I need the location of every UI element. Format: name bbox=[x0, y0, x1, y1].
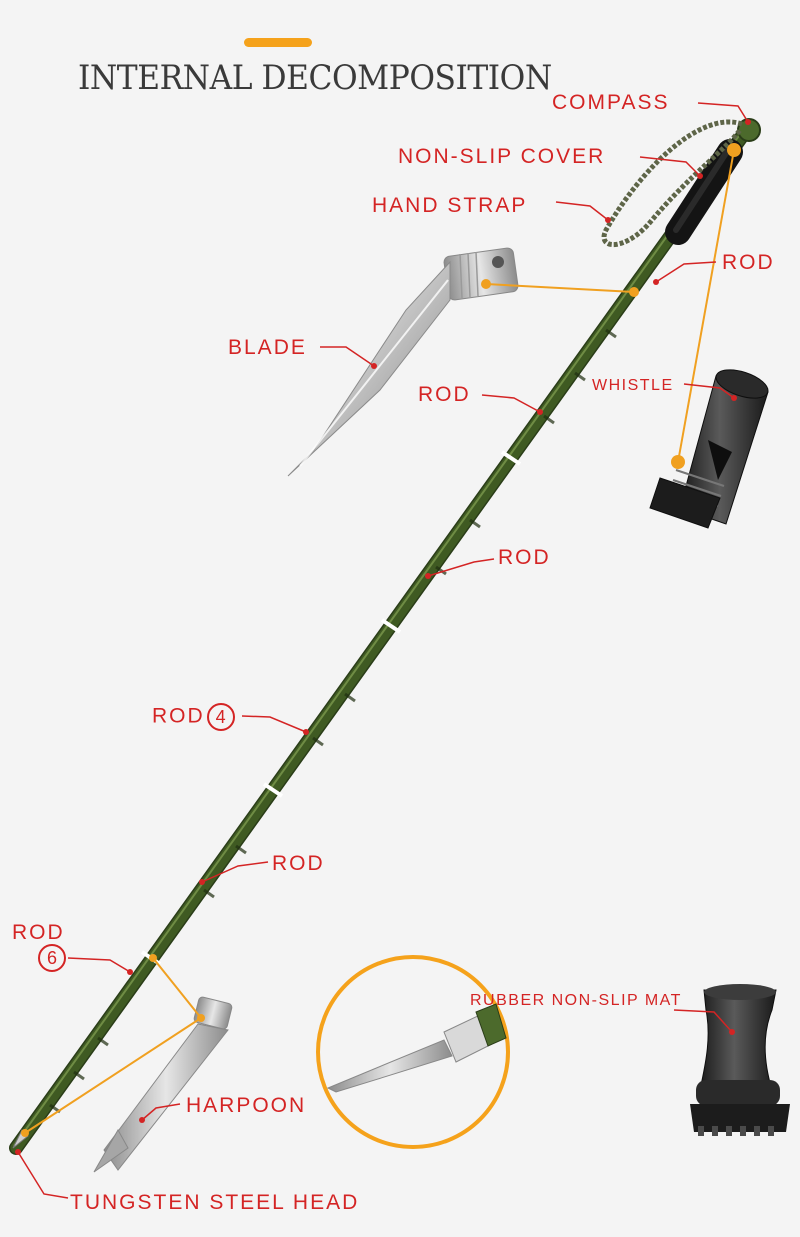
label-rod-top: ROD bbox=[722, 251, 775, 274]
title-accent-bar bbox=[244, 38, 312, 47]
whistle-illustration bbox=[649, 369, 769, 529]
harpoon-illustration bbox=[93, 996, 233, 1173]
label-rod-2: ROD bbox=[418, 383, 471, 406]
rod-4-number: 4 bbox=[206, 703, 235, 731]
blade-illustration bbox=[287, 247, 519, 477]
label-rod-5: ROD bbox=[272, 852, 325, 875]
label-compass: COMPASS bbox=[552, 91, 670, 114]
label-harpoon: HARPOON bbox=[186, 1094, 307, 1117]
label-blade: BLADE bbox=[228, 336, 307, 359]
label-whistle: WHISTLE bbox=[592, 377, 674, 394]
label-rod-3: ROD bbox=[498, 546, 551, 569]
red-leaders bbox=[17, 102, 749, 1199]
label-hand-strap: HAND STRAP bbox=[372, 194, 528, 217]
label-non-slip-cover: NON-SLIP COVER bbox=[398, 145, 606, 168]
page-title: INTERNAL DECOMPOSITION bbox=[78, 58, 552, 98]
rubber-mat-illustration bbox=[690, 984, 790, 1136]
label-tungsten-head: TUNGSTEN STEEL HEAD bbox=[70, 1191, 360, 1214]
label-rod-6-number: 6 bbox=[36, 944, 66, 972]
trekking-pole bbox=[9, 118, 761, 1155]
hand-strap bbox=[601, 119, 743, 247]
label-rubber-mat: RUBBER NON-SLIP MAT bbox=[470, 992, 682, 1009]
tip-detail-circle bbox=[316, 955, 510, 1149]
label-rod-6: ROD bbox=[12, 921, 65, 944]
orange-leaders bbox=[24, 149, 735, 1134]
